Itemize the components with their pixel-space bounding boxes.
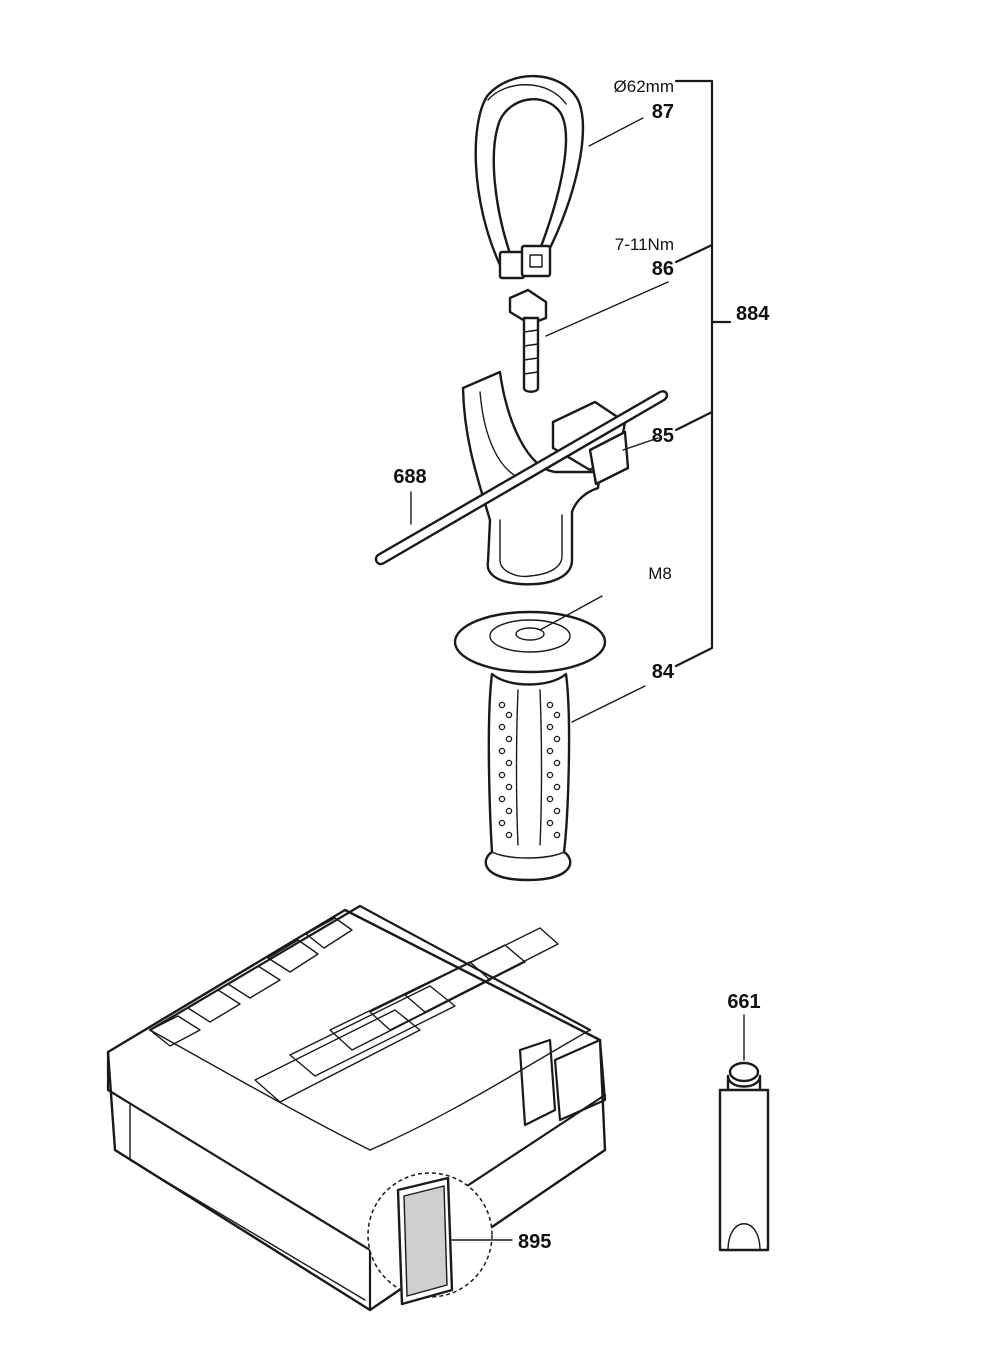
label-part-884: 884 [736,303,770,325]
label-part-688: 688 [393,466,426,488]
bolt-86 [508,281,669,393]
label-thread: M8 [648,564,672,583]
label-torque: 7-11Nm [615,235,674,254]
grease-tube-661 [718,1014,770,1252]
label-part-895: 895 [518,1231,551,1253]
label-part-661: 661 [727,991,760,1013]
rod-688 [374,390,669,566]
label-diameter: Ø62mm [614,77,674,96]
label-part-87: 87 [652,101,674,123]
label-part-85: 85 [652,425,674,447]
case-lid-ridges [149,917,559,1103]
label-part-86: 86 [652,258,674,280]
bracket-884 [674,79,732,668]
label-part-84: 84 [652,661,675,683]
label-895-inset [367,1172,513,1306]
grip-handle-84 [453,595,646,882]
clamp-band-87 [474,74,644,280]
handle-body-85 [461,370,659,586]
grip-texture [498,701,561,839]
